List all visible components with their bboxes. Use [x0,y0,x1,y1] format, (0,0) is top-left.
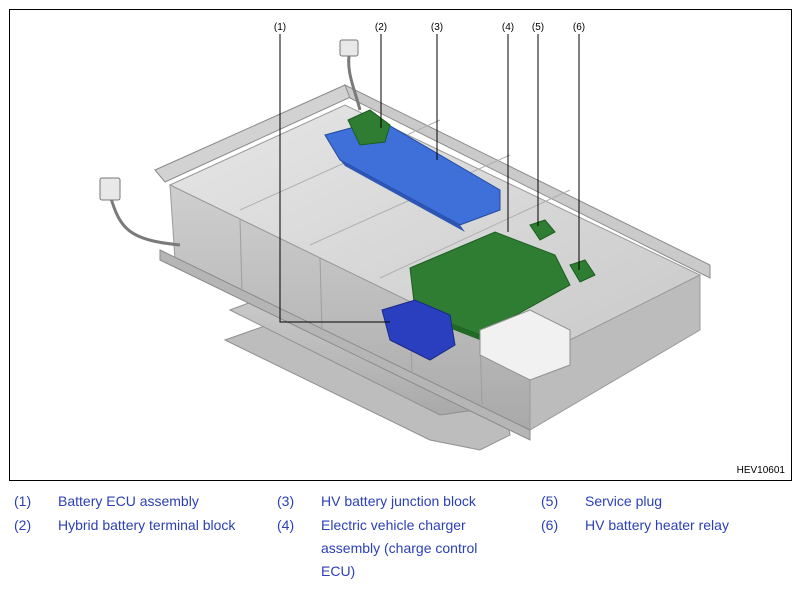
battery-pack-illustration [99,34,711,451]
service-plug [529,219,556,241]
hybrid-battery-terminal-block [347,109,391,146]
parts-legend: (1) Battery ECU assembly (2) Hybrid batt… [0,488,804,589]
hv-battery-heater-relay [569,259,596,283]
callout-label-3: (3) [430,22,444,33]
figure-code: HEV10601 [736,465,785,476]
legend-text: Electric vehicle charger assembly (charg… [321,517,478,579]
legend-number: (4) [277,517,295,533]
legend-text: HV battery heater relay [585,517,729,533]
diagram-frame: (1) (2) (3) (4) (5) (6) HEV10601 [9,9,792,481]
callout-label-6: (6) [572,22,586,33]
battery-ecu-assembly [381,299,456,361]
legend-text: HV battery junction block [321,493,476,509]
callout-label-5: (5) [531,22,545,33]
legend-number: (6) [541,517,559,533]
legend-number: (3) [277,493,295,509]
callout-label-4: (4) [501,22,515,33]
legend-number: (2) [14,517,32,533]
callout-label-1: (1) [273,22,287,33]
callout-label-2: (2) [374,22,388,33]
legend-number: (1) [14,493,32,509]
legend-text: Service plug [585,493,663,509]
legend-number: (5) [541,493,559,509]
callout-leader-lines [279,34,580,323]
harness-connector-top [339,39,359,57]
legend-text: Battery ECU assembly [58,493,199,509]
harness-connector-left [99,177,121,201]
legend-text: Hybrid battery terminal block [58,517,236,533]
